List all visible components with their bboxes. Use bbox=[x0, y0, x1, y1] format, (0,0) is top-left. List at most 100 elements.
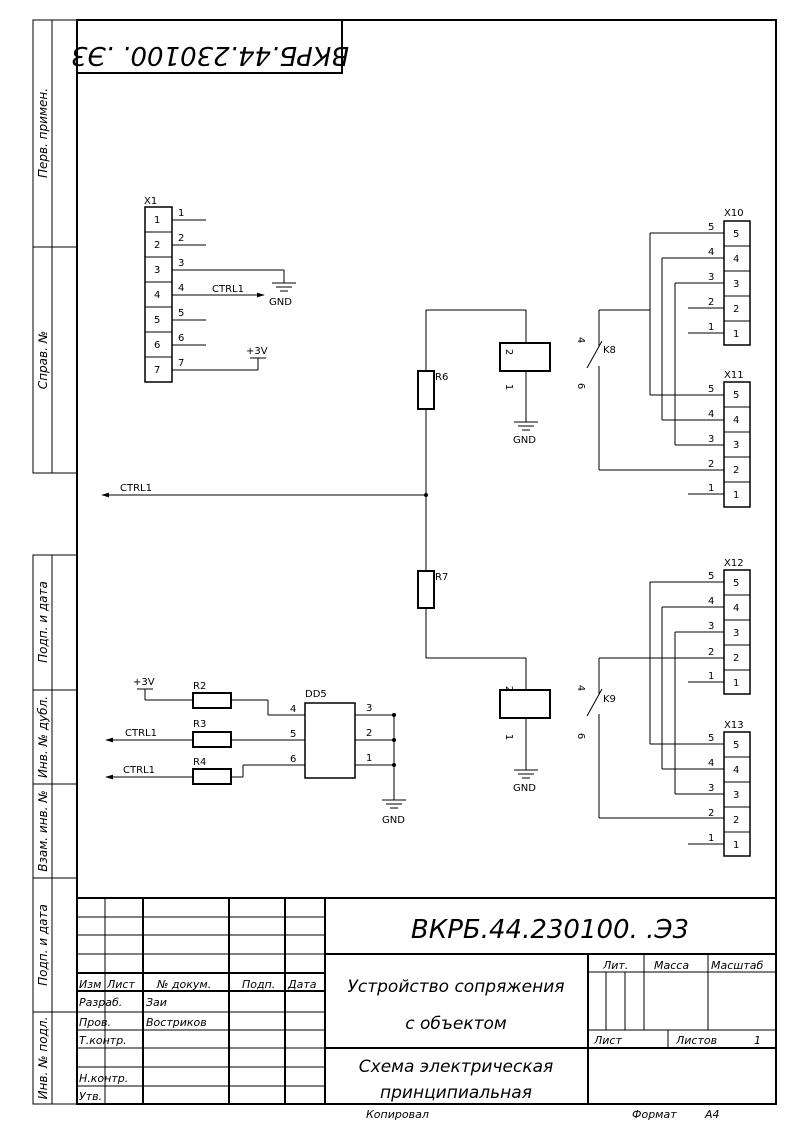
x11-wire-1: 1 bbox=[708, 483, 714, 494]
resistor-r4 bbox=[192, 768, 232, 785]
dd5-in-pin-6: 6 bbox=[290, 754, 296, 765]
sidebar-inv-dubl: Инв. № дубл. bbox=[36, 696, 50, 778]
sidebar-podp-data-1: Подп. и дата bbox=[36, 581, 50, 663]
col-doc: № докум. bbox=[156, 978, 211, 991]
ctrl1-main-label: CTRL1 bbox=[120, 483, 152, 494]
x1-wire-1: 1 bbox=[178, 208, 184, 219]
x10-label: X10 bbox=[724, 208, 744, 219]
x1-pin-7: 7 bbox=[154, 365, 160, 376]
r2-label: R2 bbox=[193, 681, 206, 692]
x12-pin-3: 3 bbox=[733, 628, 739, 639]
x10-pin-3: 3 bbox=[733, 279, 739, 290]
resistor-r2 bbox=[192, 692, 232, 709]
dd5-in-pin-5: 5 bbox=[290, 729, 296, 740]
x12-wire-1: 1 bbox=[708, 671, 714, 682]
format-label: Формат bbox=[632, 1108, 677, 1121]
x11-pin-1: 1 bbox=[733, 490, 739, 501]
product-name-line2: с объектом bbox=[405, 1014, 507, 1034]
r2-3v-label: +3V bbox=[133, 677, 155, 688]
x10-wire-2: 2 bbox=[708, 297, 714, 308]
x13-pin-4: 4 bbox=[733, 765, 739, 776]
x13-pin-1: 1 bbox=[733, 840, 739, 851]
sidebar-frame-lower bbox=[32, 554, 78, 1105]
x10-wire-3: 3 bbox=[708, 272, 714, 283]
x1-gnd-label: GND bbox=[269, 297, 292, 308]
x11-label: X11 bbox=[724, 370, 744, 381]
x10-pin-1: 1 bbox=[733, 329, 739, 340]
x1-wire-5: 5 bbox=[178, 308, 184, 319]
relay-coil-k9 bbox=[499, 689, 551, 719]
ic-dd5 bbox=[304, 702, 356, 779]
x1-ctrl1-label: CTRL1 bbox=[212, 284, 244, 295]
x11-pin-3: 3 bbox=[733, 440, 739, 451]
doc-type-line1: Схема электрическая bbox=[359, 1057, 553, 1077]
x13-label: X13 bbox=[724, 720, 744, 731]
x12-pin-2: 2 bbox=[733, 653, 739, 664]
x1-pin-5: 5 bbox=[154, 315, 160, 326]
x10-wire-1: 1 bbox=[708, 322, 714, 333]
col-podp: Подп. bbox=[242, 978, 275, 991]
x12-pin-4: 4 bbox=[733, 603, 739, 614]
relay-coil-k8 bbox=[499, 342, 551, 372]
r4-label: R4 bbox=[193, 757, 206, 768]
k9-pin-6: 6 bbox=[575, 733, 586, 739]
role-tkontr: Т.контр. bbox=[79, 1034, 127, 1047]
x11-wire-5: 5 bbox=[708, 384, 714, 395]
x13-wire-4: 4 bbox=[708, 758, 714, 769]
x13-pin-2: 2 bbox=[733, 815, 739, 826]
x12-wire-3: 3 bbox=[708, 621, 714, 632]
name-prov: Востриков bbox=[146, 1016, 207, 1029]
product-name-line1: Устройство сопряжения bbox=[348, 977, 565, 997]
resistor-r7 bbox=[417, 570, 435, 609]
r3-ctrl1-label: CTRL1 bbox=[125, 728, 157, 739]
massa-label: Масса bbox=[654, 959, 689, 972]
top-drawing-code: ВКРБ.44.230100. .Э3 bbox=[71, 40, 349, 70]
x11-pin-4: 4 bbox=[733, 415, 739, 426]
role-nkontr: Н.контр. bbox=[79, 1072, 128, 1085]
x11-wire-3: 3 bbox=[708, 434, 714, 445]
x13-wire-5: 5 bbox=[708, 733, 714, 744]
sidebar-sprav-no: Справ. № bbox=[36, 331, 50, 389]
k9-pin-4: 4 bbox=[575, 685, 586, 691]
col-list: Лист bbox=[106, 978, 135, 991]
r6-label: R6 bbox=[435, 372, 448, 383]
sidebar-inv-podl: Инв. № подл. bbox=[36, 1017, 50, 1100]
x1-pin-6: 6 bbox=[154, 340, 160, 351]
top-code-box bbox=[76, 19, 343, 74]
x10-wire-4: 4 bbox=[708, 247, 714, 258]
x1-wire-7: 7 bbox=[178, 358, 184, 369]
format-value: A4 bbox=[704, 1108, 720, 1121]
x12-wire-5: 5 bbox=[708, 571, 714, 582]
k9-gnd-label: GND bbox=[513, 783, 536, 794]
dd5-out-pin-2: 2 bbox=[366, 728, 372, 739]
k8-label: K8 bbox=[603, 345, 616, 356]
sidebar-podp-data-2: Подп. и дата bbox=[36, 904, 50, 986]
kopiroval-label: Копировал bbox=[366, 1108, 429, 1121]
x1-wire-4: 4 bbox=[178, 283, 184, 294]
x1-wire-6: 6 bbox=[178, 333, 184, 344]
dd5-out-pin-3: 3 bbox=[366, 703, 372, 714]
sidebar-vzam-inv: Взам. инв. № bbox=[36, 790, 50, 871]
x13-wire-2: 2 bbox=[708, 808, 714, 819]
x13-pin-5: 5 bbox=[733, 740, 739, 751]
role-prov: Пров. bbox=[79, 1016, 111, 1029]
list-label: Лист bbox=[593, 1034, 622, 1047]
x10-pin-4: 4 bbox=[733, 254, 739, 265]
col-izm: Изм bbox=[79, 978, 101, 991]
dd5-label: DD5 bbox=[305, 689, 327, 700]
main-drawing-code: ВКРБ.44.230100. .Э3 bbox=[411, 915, 689, 945]
x13-pin-3: 3 bbox=[733, 790, 739, 801]
x13-wire-1: 1 bbox=[708, 833, 714, 844]
sidebar-perv-primen: Перв. примен. bbox=[36, 88, 50, 178]
k8-gnd-label: GND bbox=[513, 435, 536, 446]
x1-pin-1: 1 bbox=[154, 215, 160, 226]
k9-label: K9 bbox=[603, 694, 616, 705]
k8-pin-6: 6 bbox=[575, 383, 586, 389]
r3-label: R3 bbox=[193, 719, 206, 730]
x10-wire-5: 5 bbox=[708, 222, 714, 233]
role-utv: Утв. bbox=[79, 1090, 102, 1103]
x1-3v-label: +3V bbox=[246, 346, 268, 357]
name-razrab: Заи bbox=[146, 996, 167, 1009]
x1-wire-3: 3 bbox=[178, 258, 184, 269]
